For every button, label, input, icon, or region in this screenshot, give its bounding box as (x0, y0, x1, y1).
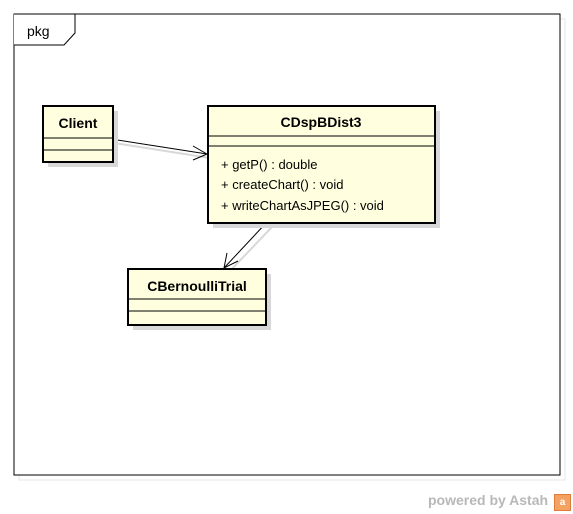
class-name: CDspBDist3 (281, 114, 362, 130)
class-box (127, 268, 267, 326)
class-name: CBernoulliTrial (147, 278, 247, 294)
class-box (207, 105, 436, 224)
class-box (42, 105, 114, 163)
class-name: Client (59, 115, 98, 131)
association-shadow (113, 142, 211, 159)
package-name: pkg (27, 23, 50, 39)
association-shadow (228, 226, 273, 273)
package-frame[interactable] (13, 13, 561, 476)
operation[interactable]: + getP() : double (221, 157, 317, 172)
association-client-cdspbdist3[interactable] (110, 138, 208, 155)
association-cdspbdist3-cbernoullitrial[interactable] (223, 221, 268, 269)
operation[interactable]: + createChart() : void (221, 177, 343, 192)
class-cdspbdist3[interactable]: CDspBDist3 + getP() : double + createCha… (207, 105, 440, 228)
astah-logo-icon: a (554, 494, 571, 511)
class-cbernoullitrial[interactable]: CBernoulliTrial (127, 268, 271, 330)
operation[interactable]: + writeChartAsJPEG() : void (221, 198, 384, 213)
package-tab (14, 13, 76, 46)
powered-by-footer: powered by Astah (428, 492, 549, 508)
class-client[interactable]: Client (42, 105, 118, 167)
